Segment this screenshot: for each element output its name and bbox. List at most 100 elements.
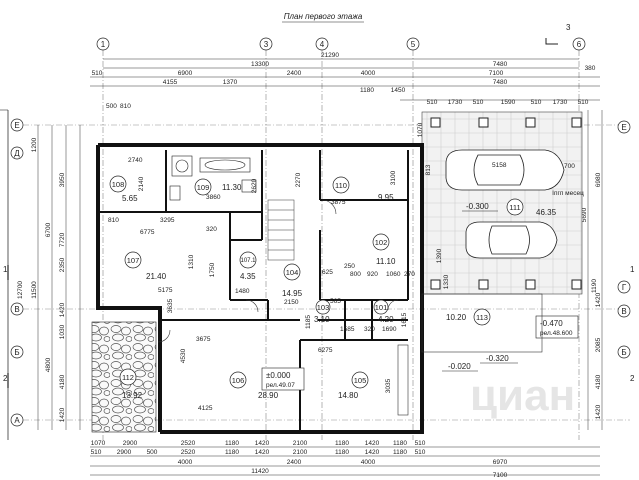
svg-text:2: 2	[3, 374, 8, 383]
svg-text:4000: 4000	[178, 459, 193, 466]
svg-text:4000: 4000	[361, 70, 376, 77]
svg-text:7100: 7100	[493, 472, 508, 479]
svg-text:1190: 1190	[591, 279, 598, 293]
room-105-area: 14.80	[338, 391, 359, 400]
svg-text:2140: 2140	[138, 176, 145, 191]
axis-top-1: 1	[101, 40, 106, 49]
room-110-area: 9.95	[378, 193, 394, 202]
svg-text:7100: 7100	[489, 70, 504, 77]
svg-text:2100: 2100	[293, 440, 308, 447]
room-106-num: 106	[232, 376, 245, 385]
kitchen-counter	[397, 344, 409, 416]
svg-text:6275: 6275	[318, 347, 333, 354]
svg-text:3950: 3950	[59, 172, 66, 187]
exterior-walls	[96, 143, 424, 434]
room-101-area: 4.20	[378, 315, 394, 324]
svg-text:1420: 1420	[255, 449, 270, 456]
axis-left-v: В	[14, 305, 19, 314]
watermark: циан	[470, 371, 575, 420]
svg-text:4800: 4800	[45, 357, 52, 372]
room-111-num: 111	[509, 203, 520, 212]
svg-text:1: 1	[630, 265, 635, 274]
top-dimensions	[90, 58, 600, 101]
svg-text:1330: 1330	[443, 274, 450, 289]
svg-text:2900: 2900	[117, 449, 132, 456]
axis-left-d: Д	[14, 149, 20, 158]
room-105-num: 105	[354, 376, 367, 385]
svg-text:250: 250	[344, 263, 355, 270]
room-107-area: 21.40	[146, 272, 167, 281]
svg-text:920: 920	[367, 271, 378, 278]
svg-text:3860: 3860	[206, 194, 221, 201]
svg-text:510: 510	[91, 449, 102, 456]
svg-text:11420: 11420	[251, 468, 269, 475]
svg-text:2350: 2350	[59, 257, 66, 272]
svg-text:2100: 2100	[293, 449, 308, 456]
svg-text:510: 510	[415, 449, 426, 456]
svg-text:1030: 1030	[59, 324, 66, 339]
svg-text:1750: 1750	[209, 262, 216, 277]
axis-top-4: 4	[320, 40, 325, 49]
svg-text:4000: 4000	[361, 459, 376, 466]
room-111-area: 46.35	[536, 208, 557, 217]
svg-text:500: 500	[147, 449, 158, 456]
svg-text:510: 510	[531, 99, 542, 106]
garage-note: Іпгп месец	[552, 190, 584, 197]
svg-text:1420: 1420	[365, 449, 380, 456]
svg-text:800: 800	[350, 271, 361, 278]
level-porch-abs: рел.48.600	[540, 330, 573, 337]
room-107-1-area: 4.35	[240, 272, 256, 281]
svg-text:В: В	[621, 307, 626, 316]
svg-text:1585: 1585	[340, 326, 355, 333]
room-113-num: 113	[476, 313, 488, 322]
level-step: -0.320	[486, 354, 509, 363]
svg-text:13300: 13300	[251, 61, 269, 68]
svg-text:1180: 1180	[335, 449, 349, 456]
svg-text:270: 270	[404, 271, 415, 278]
svg-text:3295: 3295	[160, 217, 175, 224]
left-dimensions	[37, 125, 81, 430]
svg-text:2900: 2900	[123, 440, 138, 447]
svg-text:380: 380	[585, 65, 596, 72]
axis-left-a: А	[14, 416, 20, 425]
svg-text:7480: 7480	[493, 79, 508, 86]
axis-top-6: 6	[577, 40, 582, 49]
room-109-num: 109	[197, 183, 210, 192]
svg-text:1180: 1180	[393, 449, 407, 456]
svg-text:2150: 2150	[284, 299, 299, 306]
room-107-1-num: 107.1	[240, 258, 256, 264]
room-103-num: 103	[317, 303, 330, 312]
svg-text:320: 320	[206, 226, 217, 233]
svg-text:4125: 4125	[198, 405, 213, 412]
svg-text:2400: 2400	[287, 70, 302, 77]
car-bottom	[465, 221, 558, 259]
svg-text:510: 510	[578, 99, 589, 106]
level-entry: -0.020	[448, 362, 471, 371]
svg-text:1615: 1615	[401, 312, 408, 327]
svg-text:6700: 6700	[45, 222, 52, 237]
svg-text:1180: 1180	[393, 440, 407, 447]
svg-text:1590: 1590	[501, 99, 516, 106]
svg-text:1420: 1420	[365, 440, 380, 447]
porch-113	[421, 293, 543, 353]
svg-text:6970: 6970	[493, 459, 508, 466]
axis-right-g: Г	[622, 283, 627, 292]
level-zero: ±0.000	[266, 371, 291, 380]
plan-title: План первого этажа	[284, 12, 363, 21]
svg-text:1180: 1180	[335, 440, 349, 447]
svg-text:1070: 1070	[417, 122, 424, 137]
svg-text:1: 1	[3, 265, 8, 274]
room-109-area: 11.30	[222, 183, 242, 192]
svg-text:1450: 1450	[391, 87, 406, 94]
svg-text:3635: 3635	[167, 298, 174, 313]
section-mark-3: 3	[545, 23, 571, 45]
svg-text:2620: 2620	[251, 178, 258, 193]
svg-text:1310: 1310	[188, 254, 195, 269]
interior-walls	[98, 150, 409, 432]
room-103-area: 3.10	[314, 315, 330, 324]
svg-text:4530: 4530	[180, 348, 187, 363]
staircase	[267, 199, 295, 261]
svg-text:700: 700	[564, 163, 575, 170]
svg-text:1730: 1730	[553, 99, 568, 106]
